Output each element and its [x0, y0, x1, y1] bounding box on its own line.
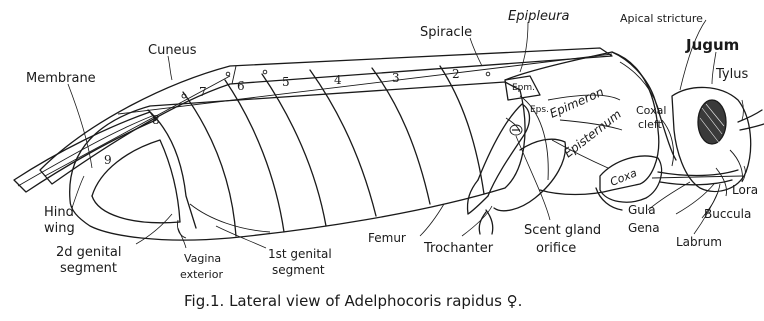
label-coxal-cleft-1: Coxal	[636, 104, 666, 117]
segment-numbers: 2 3 4 5 6 7 8 9	[104, 67, 460, 167]
label-eps: Eps.	[530, 105, 549, 115]
label-scent-gland-1: Scent gland	[524, 223, 601, 238]
label-second-genital-1: 2d genital	[56, 245, 121, 260]
label-vagina-2: exterior	[180, 268, 223, 281]
labels: Membrane Cuneus Spiracle Epipleura Apica…	[26, 9, 758, 281]
label-femur: Femur	[368, 231, 406, 245]
label-hind-wing-1: Hind	[44, 205, 74, 220]
segment-number-8: 8	[152, 113, 160, 127]
segment-number-5: 5	[282, 75, 290, 89]
segment-number-2: 2	[452, 67, 460, 81]
label-hind-wing-2: wing	[44, 221, 75, 236]
label-buccula: Buccula	[704, 207, 751, 221]
label-spiracle: Spiracle	[420, 25, 472, 40]
label-lora: Lora	[732, 183, 758, 197]
label-labrum: Labrum	[676, 235, 722, 249]
segment-number-9: 9	[104, 153, 112, 167]
label-scent-gland-2: orifice	[536, 241, 576, 256]
segment-number-4: 4	[334, 73, 342, 87]
label-coxal-cleft-2: cleft	[638, 118, 663, 131]
label-tylus: Tylus	[715, 67, 748, 82]
label-second-genital-2: segment	[60, 261, 117, 276]
label-gula: Gula	[628, 203, 656, 217]
label-apical-stricture: Apical stricture	[620, 12, 703, 25]
segment-number-7: 7	[199, 85, 207, 99]
label-vagina-1: Vagina	[184, 252, 221, 265]
label-epipleura: Epipleura	[508, 9, 570, 24]
label-episternum: Episternum	[561, 107, 624, 160]
segment-number-3: 3	[392, 71, 400, 85]
label-epimeron: Epimeron	[548, 85, 606, 121]
hemelytron	[40, 48, 612, 184]
hind-wing	[14, 112, 156, 192]
label-trochanter: Trochanter	[423, 241, 494, 256]
label-cuneus: Cuneus	[148, 43, 197, 58]
legs	[467, 104, 565, 234]
label-first-genital-2: segment	[272, 263, 325, 277]
label-gena: Gena	[628, 221, 660, 235]
label-jugum: Jugum	[685, 36, 739, 54]
figure-caption: Fig.1. Lateral view of Adelphocoris rapi…	[184, 292, 522, 310]
label-first-genital-1: 1st genital	[268, 247, 332, 261]
segment-number-6: 6	[237, 79, 245, 93]
label-epm: Epm.	[512, 83, 535, 93]
label-membrane: Membrane	[26, 71, 96, 86]
